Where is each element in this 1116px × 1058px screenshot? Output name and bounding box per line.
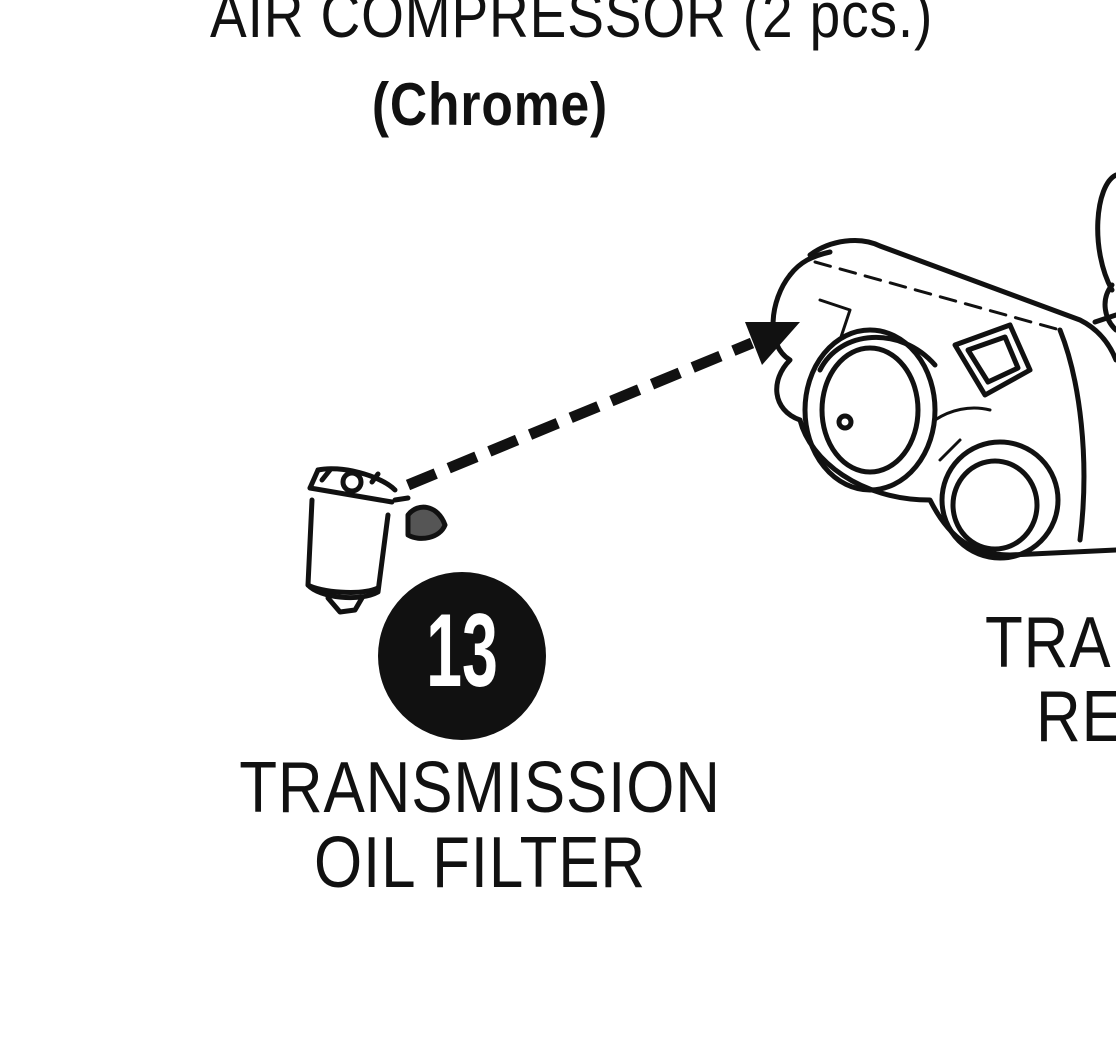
transmission-label-line-2: REA bbox=[1036, 677, 1116, 757]
transmission-housing-drawing bbox=[770, 172, 1116, 561]
callout-number: 13 bbox=[426, 593, 498, 709]
callout-number-badge: 13 bbox=[378, 572, 546, 740]
title-line-2: (Chrome) bbox=[371, 71, 609, 138]
title-line-1: AIR COMPRESSOR (2 pcs.) bbox=[210, 0, 934, 51]
filter-label-line-1: TRANSMISSION bbox=[239, 748, 721, 828]
transmission-label-line-1: TRAI bbox=[985, 603, 1116, 683]
oil-filter-drawing bbox=[305, 466, 448, 615]
arrow-pointer bbox=[405, 322, 800, 491]
filter-label-line-2: OIL FILTER bbox=[313, 823, 647, 903]
